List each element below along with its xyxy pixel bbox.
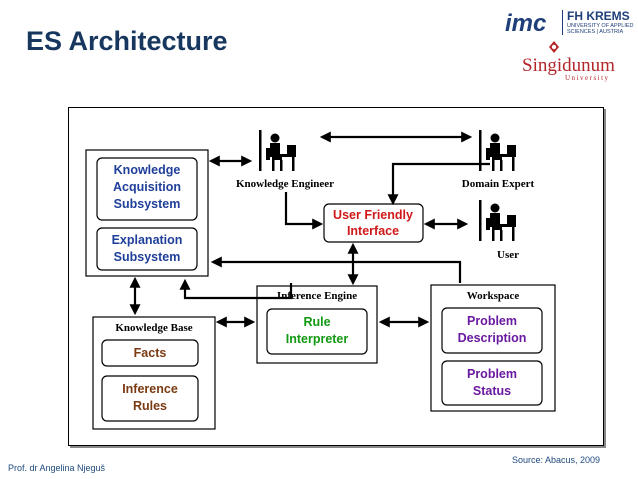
user-interface-line-2: Interface	[347, 224, 399, 238]
fh-krems-subtitle-1: UNIVERSITY OF APPLIED	[567, 23, 634, 29]
singidunum-logo: Singidunum	[522, 55, 615, 76]
rule-interpreter-line-1: Rule	[303, 315, 330, 329]
inference-engine-label: Inference Engine	[277, 290, 357, 302]
inference-rules-line-1: Inference	[122, 382, 178, 396]
user-label: User	[497, 249, 519, 261]
inference-rules-line-2: Rules	[133, 399, 167, 413]
facts-box	[101, 339, 199, 367]
workspace-label: Workspace	[467, 290, 520, 302]
problem-status-line-2: Status	[473, 384, 511, 398]
knowledge-acquisition-box	[96, 157, 198, 221]
arrow-interface-expert	[387, 162, 490, 206]
problem-description-line-1: Problem	[467, 314, 517, 328]
knowledge-acquisition-line-1: Knowledge	[114, 163, 181, 177]
footer-author: Prof. dr Angelina Njeguš	[8, 463, 106, 473]
rule-interpreter-line-2: Interpreter	[286, 332, 349, 346]
knowledge-acquisition-line-3: Subsystem	[114, 197, 181, 211]
problem-status-box	[441, 360, 543, 406]
arrow-engineer-interface	[284, 192, 324, 230]
fh-krems-name: FH KREMS	[567, 9, 630, 23]
fh-krems-logo: FH KREMS UNIVERSITY OF APPLIED SCIENCES …	[562, 10, 637, 35]
rule-interpreter-box	[266, 308, 368, 355]
source-citation: Source: Abacus, 2009	[512, 455, 601, 465]
imc-logo: imc	[505, 10, 547, 37]
explanation-box	[96, 227, 198, 271]
user-interface-box	[323, 203, 424, 243]
facts-label: Facts	[134, 346, 167, 360]
explanation-line-1: Explanation	[112, 233, 183, 247]
problem-description-box	[441, 307, 543, 354]
user-icon	[479, 200, 516, 241]
knowledge-engineer-label: Knowledge Engineer	[236, 178, 334, 190]
problem-description-line-2: Description	[458, 331, 527, 345]
explanation-line-2: Subsystem	[114, 250, 181, 264]
fh-krems-subtitle-2: SCIENCES | AUSTRIA	[567, 29, 624, 35]
knowledge-base-label: Knowledge Base	[115, 322, 192, 334]
knowledge-acquisition-line-2: Acquisition	[113, 180, 181, 194]
inference-rules-box	[101, 375, 199, 422]
singidunum-emblem-icon	[549, 41, 559, 53]
arrow-engine-explanation	[179, 278, 293, 300]
slide-title: ES Architecture	[26, 26, 228, 56]
problem-status-line-1: Problem	[467, 367, 517, 381]
domain-expert-label: Domain Expert	[462, 178, 535, 190]
singidunum-university-label: University	[565, 74, 610, 82]
user-interface-line-1: User Friendly	[333, 208, 413, 222]
arrow-workspace-explanation	[210, 256, 462, 283]
knowledge-engineer-icon	[259, 130, 296, 171]
